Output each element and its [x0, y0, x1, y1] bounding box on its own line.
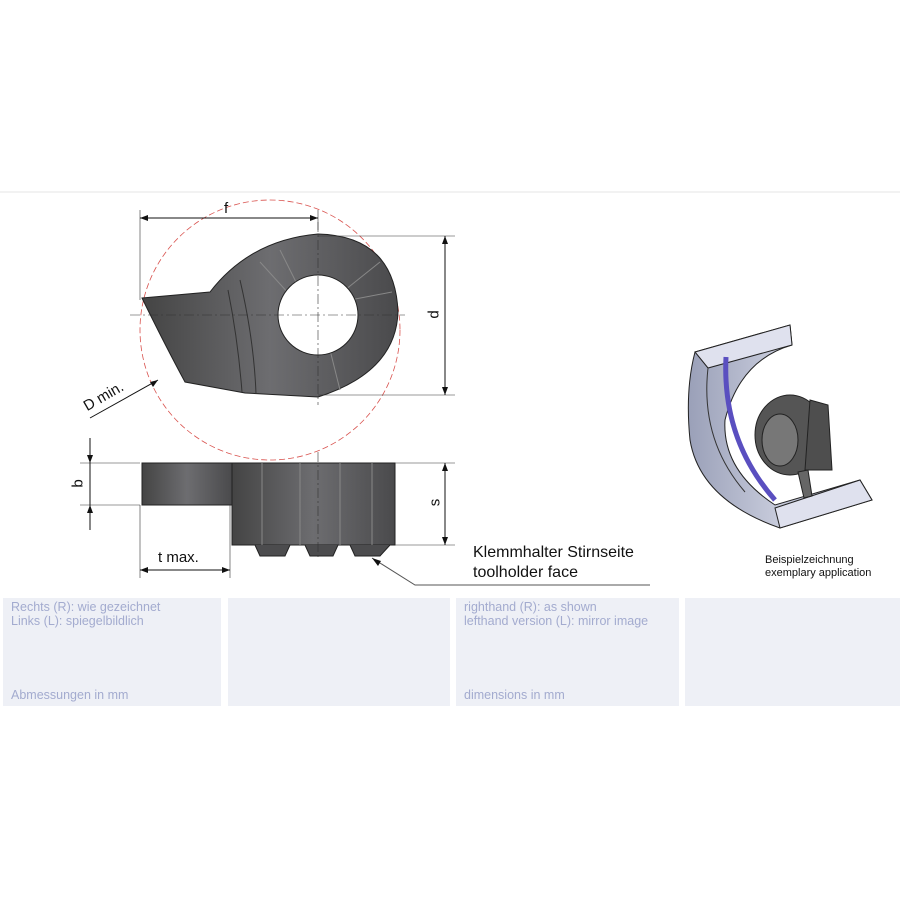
dim-d-label: d: [425, 310, 443, 319]
dim-f-label: f: [224, 200, 229, 217]
callout-en: toolholder face: [473, 564, 578, 581]
insert-side-view: [80, 438, 650, 586]
dim-t-max-label: t max.: [158, 549, 199, 566]
dim-b-label: b: [69, 479, 87, 488]
panel-de-line1: Rechts (R): wie gezeichnet: [11, 600, 161, 614]
panel-de-line2: Links (L): spiegelbildlich: [11, 614, 144, 628]
callout-de: Klemmhalter Stirnseite: [473, 544, 634, 561]
panel-de: Rechts (R): wie gezeichnet Links (L): sp…: [3, 598, 221, 706]
panel-empty-1: [228, 598, 450, 706]
technical-drawing: [0, 191, 900, 586]
d-min-circle: [139, 199, 401, 461]
panel-de-units: Abmessungen in mm: [11, 688, 129, 702]
panel-empty-2: [685, 598, 900, 706]
panel-en: righthand (R): as shown lefthand version…: [456, 598, 679, 706]
panel-en-line1: righthand (R): as shown: [464, 600, 597, 614]
panel-en-line2: lefthand version (L): mirror image: [464, 614, 649, 628]
dim-s-label: s: [426, 498, 444, 507]
application-caption-en: exemplary application: [765, 567, 872, 579]
application-caption-de: Beispielzeichnung: [765, 554, 854, 566]
panel-en-units: dimensions in mm: [464, 688, 565, 702]
insert-top-view: [89, 199, 455, 461]
application-illustration: [687, 324, 873, 529]
